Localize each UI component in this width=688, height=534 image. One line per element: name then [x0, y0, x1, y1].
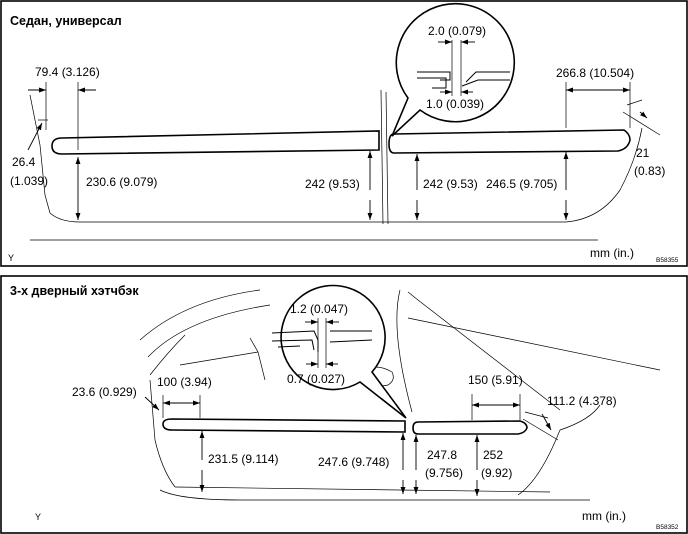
door-gap-line-2: [385, 91, 389, 225]
dim-21-in: (0.83): [634, 164, 665, 178]
panel-hatchback: 3-х дверный хэтчбэк: [0, 275, 688, 534]
roof-line: [139, 289, 261, 341]
callout-bubble: [391, 2, 516, 137]
body-outline: [29, 89, 643, 241]
dim-231-5: 231.5 (9.114): [208, 452, 279, 466]
callout-bubble: [280, 284, 407, 419]
dim-252-in: (9.92): [481, 466, 512, 480]
panel-frame: [0, 0, 688, 267]
corner-letter: Y: [35, 512, 41, 522]
panel-title: 3-х дверный хэтчбэк: [10, 284, 139, 298]
rocker-line: [159, 489, 590, 501]
dim-247-6: 247.6 (9.748): [318, 455, 389, 469]
gap-top-label: 2.0 (0.079): [428, 24, 486, 38]
panel-sedan-wagon: Седан, универсал 2.0 (0.079): [0, 0, 688, 267]
dim-tip-ref-1: [522, 418, 559, 441]
gap-bottom-label: 1.0 (0.039): [426, 97, 484, 111]
dim-247-8-in: (9.756): [425, 466, 463, 480]
front-edge: [149, 379, 176, 488]
b-pillar: [396, 289, 413, 413]
units-label: mm (in.): [590, 246, 634, 260]
side-moldings: [51, 129, 631, 155]
detail-molding-right: [465, 71, 510, 83]
window-line: [147, 304, 271, 358]
gap-bottom-label: 0.7 (0.027): [287, 372, 345, 386]
dim-23-6: 23.6 (0.929): [72, 385, 137, 399]
dimension-lines: [27, 82, 661, 220]
dim-21: 21: [636, 146, 650, 160]
rear-window-line: [407, 291, 561, 411]
quarter-molding: [412, 420, 528, 435]
a-pillar: [149, 334, 186, 376]
detail-molding-right-inner: [329, 339, 373, 343]
panel-title: Седан, универсал: [10, 14, 122, 28]
gap-detail-callout: 1.2 (0.047) 0.7 (0.027): [271, 284, 407, 419]
dim-26-4-in: (1.039): [10, 174, 48, 188]
figure-code: B58355: [656, 257, 679, 264]
mirror-base: [249, 337, 266, 381]
roof-rear-line: [407, 317, 661, 371]
panel-frame: [0, 275, 688, 534]
detail-molding-left: [417, 71, 451, 81]
dim-266-8: 266.8 (10.504): [556, 66, 634, 80]
dimension-lines: [144, 394, 559, 496]
dim-79-4: 79.4 (3.126): [35, 65, 100, 79]
dim-tip-arrow: [541, 413, 552, 431]
dim-angle-arrow: [144, 396, 160, 411]
rear-door-molding: [388, 129, 631, 154]
gap-detail-callout: 2.0 (0.079) 1.0 (0.039): [391, 2, 516, 137]
gap-top-label: 1.2 (0.047): [290, 302, 348, 316]
units-label: mm (in.): [582, 509, 626, 523]
dim-111-2: 111.2 (4.378): [547, 394, 617, 408]
dim-150: 150 (5.91): [468, 373, 523, 387]
corner-letter: Y: [8, 253, 14, 263]
quarter-panel: [559, 404, 601, 431]
dim-tip-ref-2: [626, 99, 643, 106]
detail-molding-right-inner: [461, 79, 510, 87]
detail-molding-left-inner: [271, 339, 315, 351]
dim-242-b: 242 (9.53): [423, 177, 478, 191]
door-bottom-line: [174, 486, 551, 493]
dim-100: 100 (3.94): [157, 375, 212, 389]
dim-252: 252: [483, 448, 503, 462]
dim-angle-arrow: [27, 122, 43, 151]
detail-molding-left-inner: [417, 77, 447, 89]
dim-tip-ref-1: [622, 111, 661, 136]
figure-code: B58352: [656, 524, 679, 531]
door-gap-line: [380, 89, 384, 225]
window-sill: [179, 351, 259, 366]
dim-tip-arrow: [639, 111, 648, 119]
side-moldings: [162, 418, 528, 435]
dim-247-8: 247.8: [427, 448, 457, 462]
door-molding: [162, 418, 406, 433]
dim-242-a: 242 (9.53): [305, 177, 360, 191]
detail-molding-left-clip: [277, 345, 301, 348]
front-door-molding: [51, 130, 380, 155]
dim-26-4: 26.4: [12, 155, 36, 169]
dim-230-6: 230.6 (9.079): [86, 175, 157, 189]
dim-246-5: 246.5 (9.705): [486, 177, 557, 191]
lower-body-line: [29, 94, 643, 223]
